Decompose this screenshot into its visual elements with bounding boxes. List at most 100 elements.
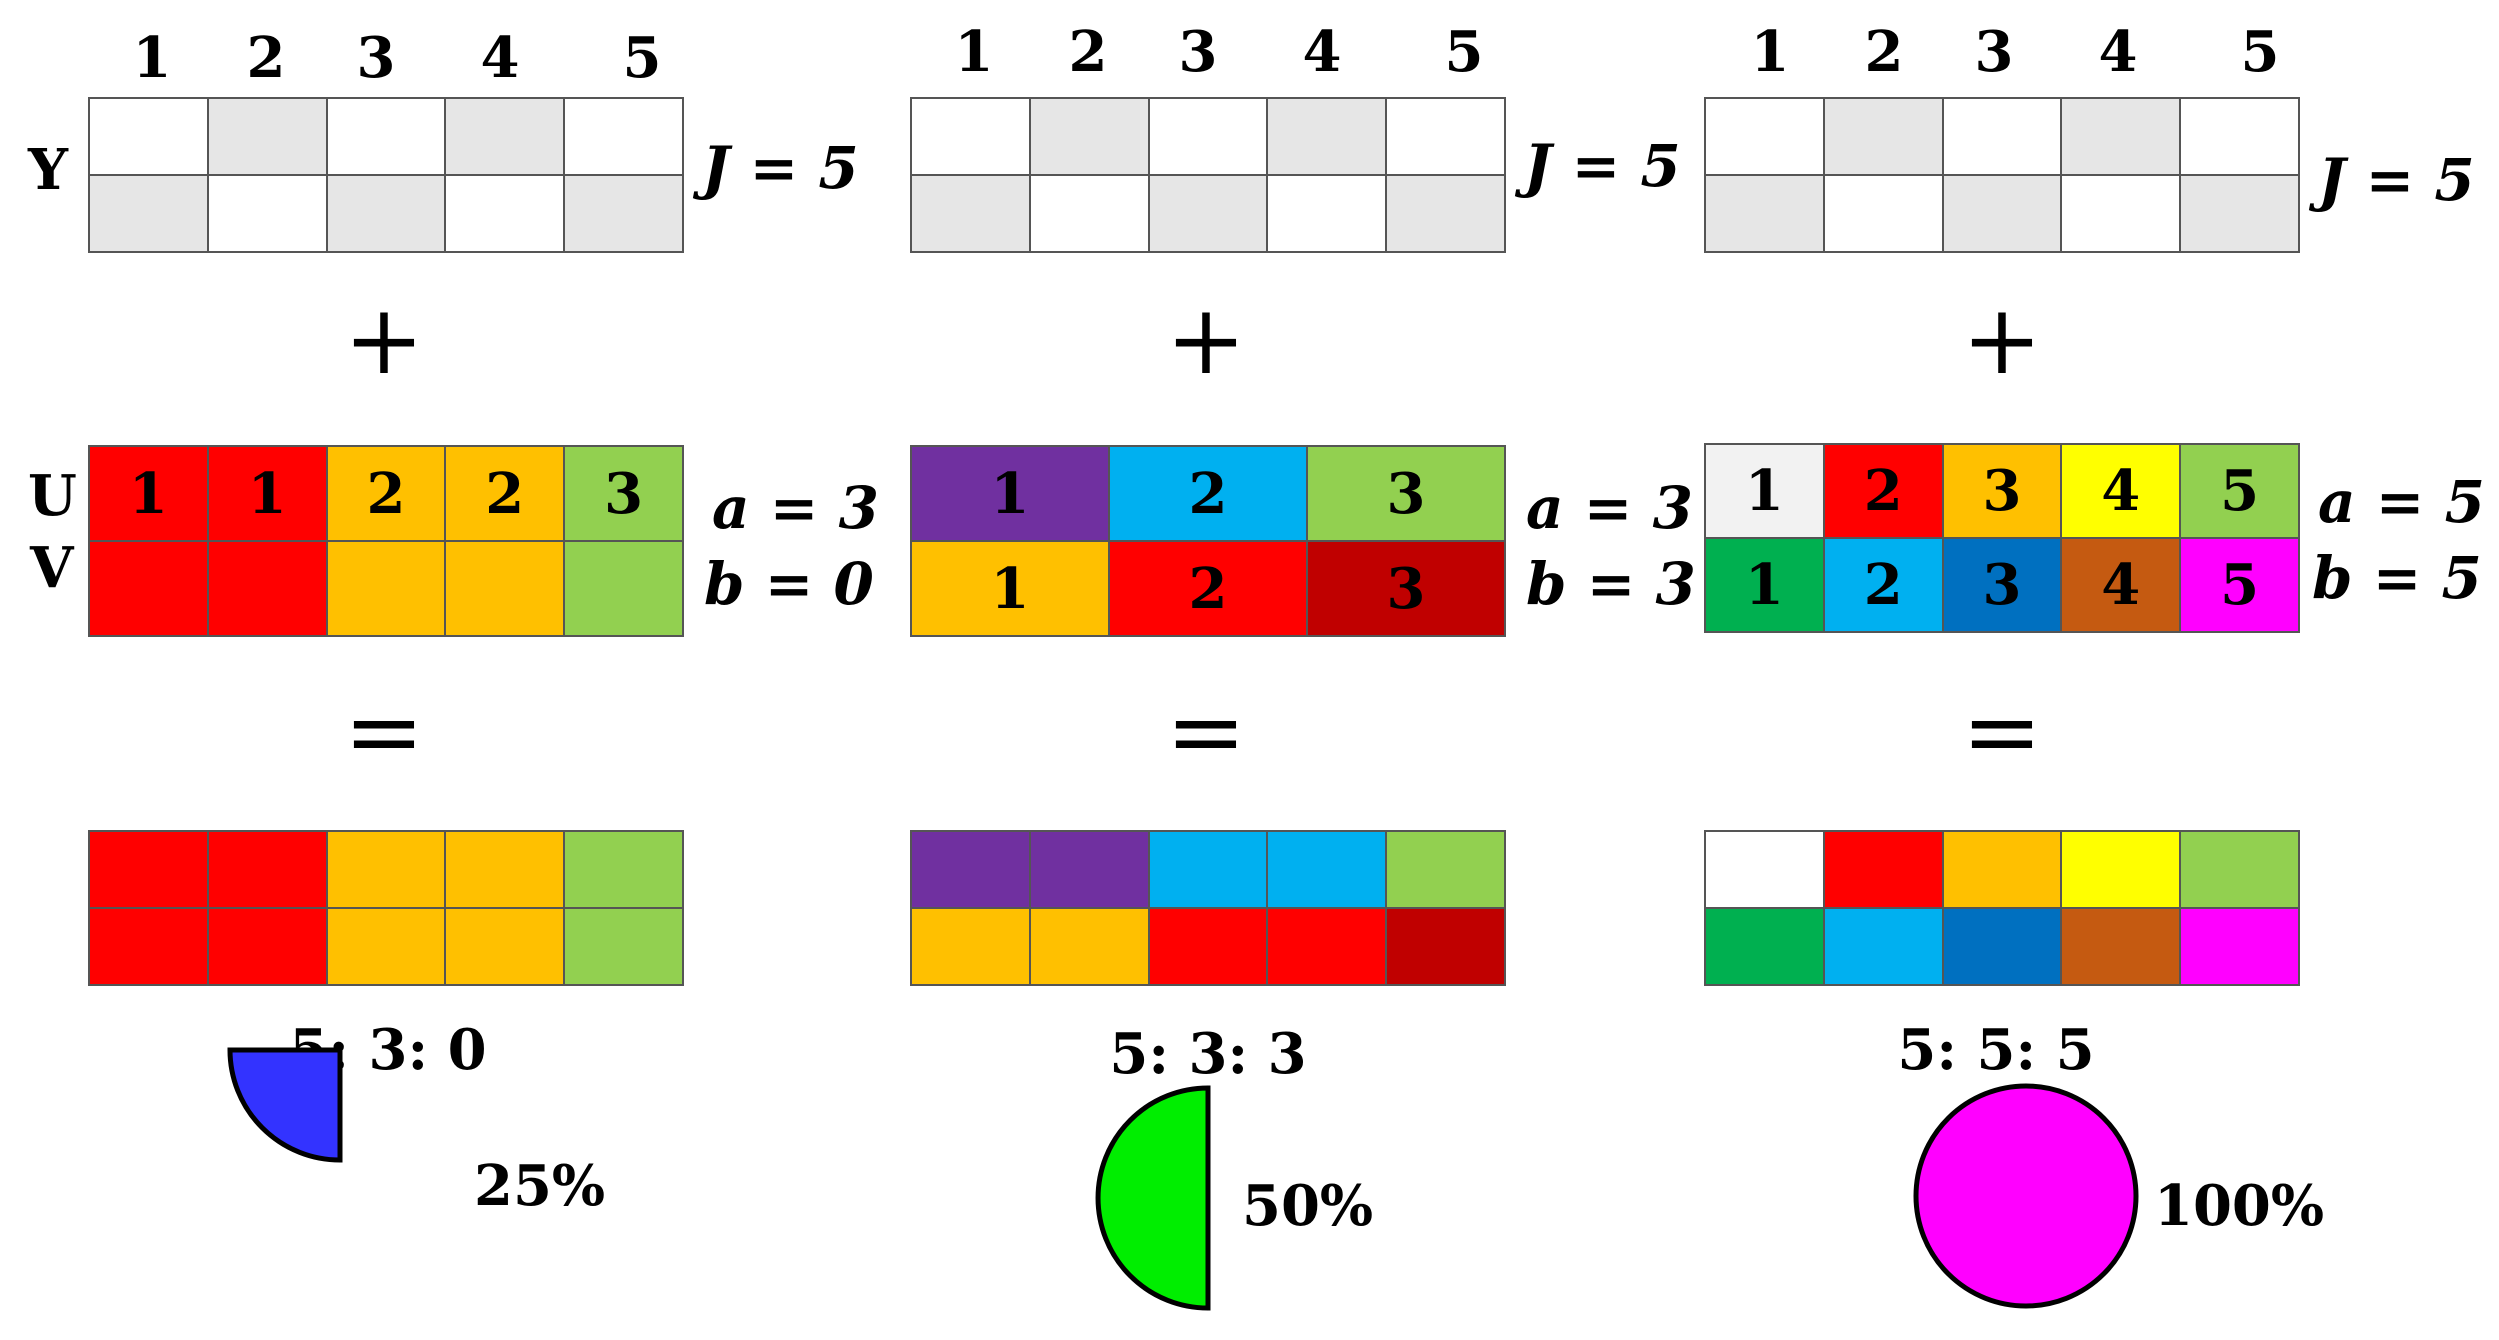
a-label: a = 3 — [1526, 474, 1693, 542]
y-cell — [2181, 99, 2298, 174]
coverage-percent: 25% — [474, 1153, 606, 1219]
v-row-label: V — [30, 535, 74, 601]
column-number-4: 4 — [480, 25, 520, 91]
result-grid — [910, 830, 1506, 986]
equals-sign: = — [1961, 676, 2043, 788]
v-cell — [565, 542, 682, 635]
column-number-3: 3 — [356, 25, 396, 91]
coverage-quarter-circle — [227, 1047, 343, 1163]
y-cell — [1824, 176, 1942, 251]
result-cell — [327, 832, 445, 907]
column-number-4: 4 — [1302, 19, 1342, 85]
u-cell: 3 — [1308, 447, 1504, 540]
v-cell — [327, 542, 445, 635]
result-cell — [208, 909, 326, 984]
column-number-4: 4 — [2098, 19, 2138, 85]
u-cell: 4 — [2062, 445, 2180, 537]
result-cell — [1943, 832, 2061, 907]
column-number-3: 3 — [1974, 19, 2014, 85]
result-cell — [912, 832, 1029, 907]
result-cell — [565, 832, 682, 907]
y-cell — [1268, 99, 1386, 174]
ratio-label: 5: 5: 5 — [1897, 1017, 2095, 1083]
result-cell — [1149, 832, 1267, 907]
column-number-2: 2 — [246, 25, 286, 91]
column-number-1: 1 — [132, 25, 172, 91]
u-cell: 3 — [1943, 445, 2061, 537]
u-cell: 2 — [1824, 445, 1942, 537]
y-cell — [2062, 99, 2180, 174]
y-cell — [90, 99, 207, 174]
result-cell — [90, 909, 207, 984]
v-cell: 2 — [1824, 539, 1942, 631]
column-number-2: 2 — [1068, 19, 1108, 85]
v-cell: 4 — [2062, 539, 2180, 631]
y-cell — [90, 176, 207, 251]
result-cell — [1824, 909, 1942, 984]
result-cell — [1706, 909, 1823, 984]
y-cell — [1943, 99, 2061, 174]
y-cell — [1387, 176, 1504, 251]
coverage-shape — [1095, 1085, 1211, 1311]
y-cell — [565, 99, 682, 174]
result-cell — [1824, 832, 1942, 907]
plus-sign: + — [1961, 284, 2043, 396]
v-cell: 1 — [1706, 539, 1823, 631]
y-cell — [912, 176, 1029, 251]
y-cell — [1824, 99, 1942, 174]
result-cell — [446, 909, 564, 984]
v-cell: 2 — [1110, 542, 1306, 635]
j-label: J = 5 — [2318, 146, 2475, 214]
u-cell: 2 — [1110, 447, 1306, 540]
result-grid — [88, 830, 684, 986]
y-cell — [327, 99, 445, 174]
y-cell — [1149, 176, 1267, 251]
j-label: J = 5 — [702, 134, 859, 202]
result-cell — [1030, 909, 1148, 984]
column-number-3: 3 — [1178, 19, 1218, 85]
y-cell — [1387, 99, 1504, 174]
v-cell — [208, 542, 326, 635]
column-number-1: 1 — [1750, 19, 1790, 85]
b-label: b = 0 — [704, 550, 874, 618]
v-cell: 3 — [1308, 542, 1504, 635]
plus-sign: + — [343, 284, 425, 396]
result-cell — [2062, 909, 2180, 984]
equals-sign: = — [1165, 676, 1247, 788]
v-cell — [90, 542, 207, 635]
coverage-shape — [227, 1047, 343, 1163]
result-cell — [2181, 832, 2298, 907]
result-cell — [1387, 909, 1504, 984]
coverage-half-circle — [1095, 1085, 1211, 1311]
result-cell — [1387, 832, 1504, 907]
v-cell: 5 — [2181, 539, 2298, 631]
result-cell — [1268, 832, 1386, 907]
y-cell — [1706, 176, 1823, 251]
u-cell: 5 — [2181, 445, 2298, 537]
result-cell — [2062, 832, 2180, 907]
result-cell — [90, 832, 207, 907]
result-cell — [208, 832, 326, 907]
v-cell — [446, 542, 564, 635]
plus-sign: + — [1165, 284, 1247, 396]
column-number-2: 2 — [1864, 19, 1904, 85]
y-cell — [2181, 176, 2298, 251]
y-cell — [1030, 176, 1148, 251]
y-cell — [2062, 176, 2180, 251]
y-cell — [912, 99, 1029, 174]
y-cell — [446, 99, 564, 174]
column-number-1: 1 — [954, 19, 994, 85]
coverage-percent: 100% — [2154, 1173, 2325, 1239]
u-cell: 2 — [327, 447, 445, 540]
y-cell — [1706, 99, 1823, 174]
result-cell — [1943, 909, 2061, 984]
y-cell — [1268, 176, 1386, 251]
result-cell — [327, 909, 445, 984]
result-cell — [446, 832, 564, 907]
y-grid — [910, 97, 1506, 253]
y-row-label: Y — [28, 137, 68, 203]
